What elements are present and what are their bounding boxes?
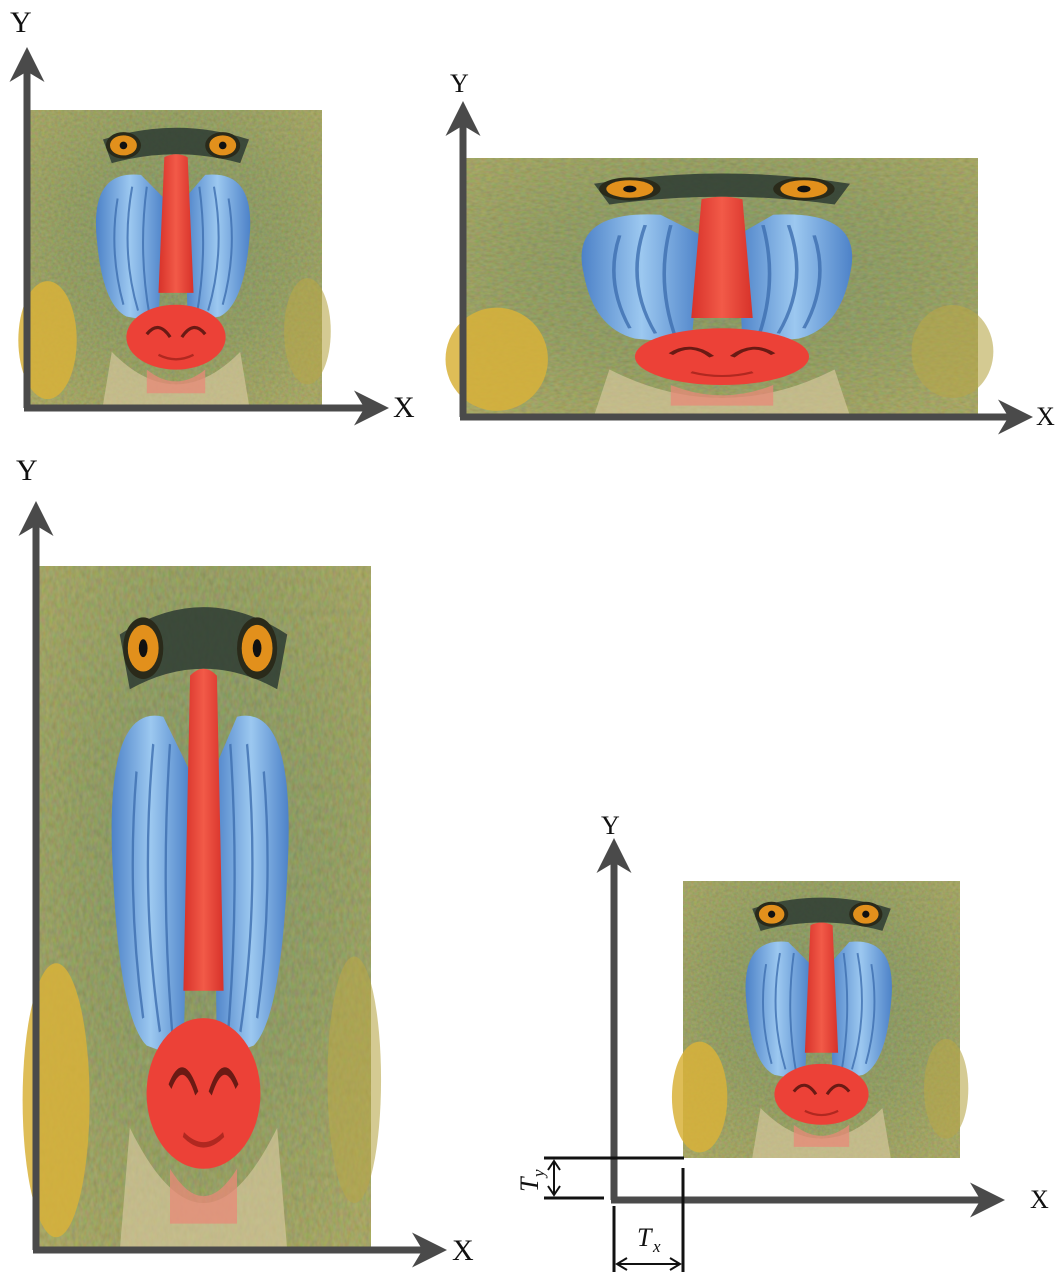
x-label-translated: X	[1030, 1185, 1049, 1214]
svg-text:T: T	[637, 1223, 653, 1252]
svg-text:T: T	[515, 1176, 544, 1192]
panel-scaled-vertical: Y X	[16, 454, 474, 1267]
mandrill-image-translated	[672, 881, 968, 1158]
tx-label: T x	[637, 1223, 661, 1256]
y-label-tall: Y	[16, 454, 38, 487]
svg-text:x: x	[652, 1237, 661, 1256]
panel-translated: Y X T y T x	[515, 811, 1049, 1272]
mandrill-image-tall	[23, 566, 381, 1251]
mandrill-image-original	[18, 110, 330, 405]
ty-label: T y	[515, 1169, 548, 1192]
mandrill-image-wide	[446, 158, 994, 416]
tx-dimension	[614, 1168, 683, 1272]
x-label-wide: X	[1036, 402, 1055, 431]
x-label-original: X	[393, 391, 415, 424]
y-label-original: Y	[10, 6, 32, 39]
svg-text:y: y	[529, 1169, 548, 1179]
panel-original: Y X	[10, 6, 415, 424]
y-label-wide: Y	[450, 69, 469, 98]
x-label-tall: X	[452, 1234, 474, 1267]
y-label-translated: Y	[601, 811, 620, 840]
panel-scaled-horizontal: Y X	[446, 69, 1055, 431]
